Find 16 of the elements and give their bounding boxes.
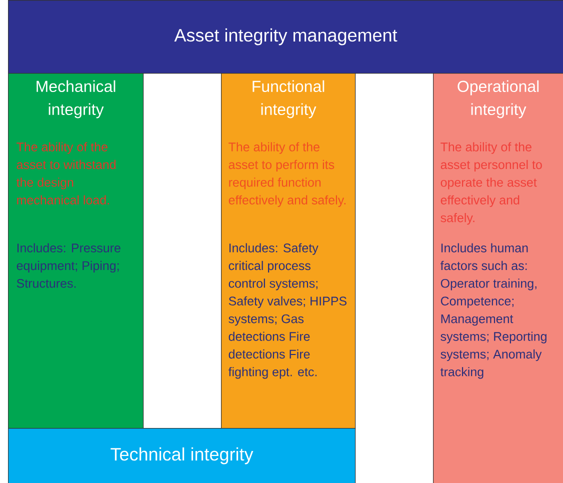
band-title: Asset integrity management bbox=[174, 28, 398, 46]
includes-list: Includes human factors such as: Operator training, Competence; Management systems; Reporting systems; Anomaly tracking bbox=[440, 243, 546, 379]
column-box bbox=[433, 73, 563, 483]
band bbox=[8, 428, 356, 483]
column-box bbox=[8, 73, 144, 429]
column-heading: Functional integrity bbox=[252, 80, 324, 118]
description-text: The ability of the asset to withstand the design mechanical load. bbox=[16, 142, 116, 204]
band-title: Technical integrity bbox=[110, 447, 254, 464]
column-heading: Mechanical integrity bbox=[36, 80, 116, 118]
column-heading: Operational integrity bbox=[458, 80, 539, 118]
includes-list: Includes: Pressure equipment; Piping; Structures. bbox=[16, 243, 120, 288]
description-text: The ability of the asset personnel to operate the asset effectively and safely. bbox=[440, 142, 542, 225]
column-box bbox=[221, 73, 356, 429]
band bbox=[8, 0, 563, 74]
description-text: The ability of the asset to perform its required function effectively and safely. bbox=[228, 142, 346, 207]
includes-list: Includes: Safety critical process control systems; Safety valves; HIPPS systems; Gas detections Fire detections Fire fighting ept. etc. bbox=[228, 243, 347, 379]
